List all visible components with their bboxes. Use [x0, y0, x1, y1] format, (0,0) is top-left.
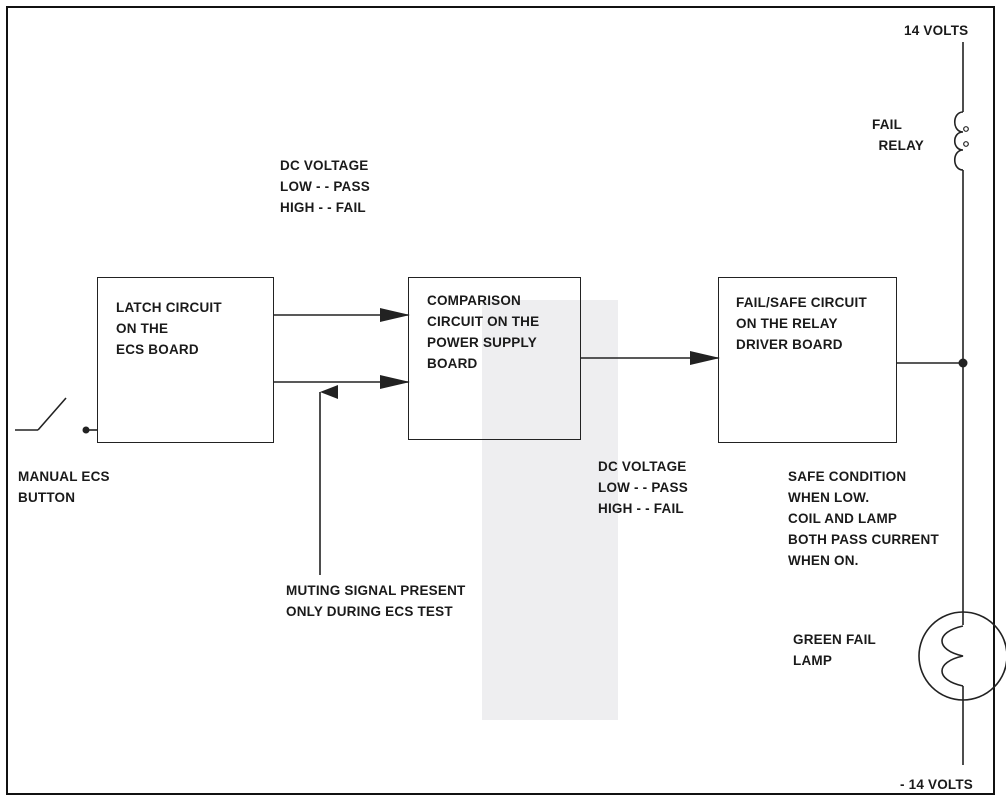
dc-voltage-top-label: DC VOLTAGE LOW - - PASS HIGH - - FAIL: [280, 158, 370, 215]
lamp-filament: [941, 625, 964, 687]
scan-shading: [482, 300, 618, 720]
comparison-circuit-box: [408, 277, 581, 440]
latch-circuit-box: [97, 277, 274, 443]
dc-voltage-bottom-label: DC VOLTAGE LOW - - PASS HIGH - - FAIL: [598, 459, 688, 516]
relay-coil-tap-upper: [963, 126, 969, 132]
supply-bottom-label: - 14 VOLTS: [900, 777, 974, 792]
comparison-box-label: COMPARISON CIRCUIT ON THE POWER SUPPLY B…: [427, 293, 540, 371]
muting-signal-label: MUTING SIGNAL PRESENT ONLY DURING ECS TE…: [286, 583, 466, 619]
manual-ecs-button-label: MANUAL ECS BUTTON: [18, 469, 110, 505]
relay-coil-symbol: [953, 111, 964, 171]
supply-top-label: 14 VOLTS: [904, 23, 969, 38]
safe-condition-label: SAFE CONDITION WHEN LOW. COIL AND LAMP B…: [788, 469, 939, 568]
green-fail-lamp-label: GREEN FAIL LAMP: [793, 632, 877, 668]
failsafe-circuit-box: [718, 277, 897, 443]
switch-lever: [37, 397, 67, 431]
fail-relay-label: FAIL RELAY: [872, 117, 924, 153]
relay-coil-tap-lower: [963, 141, 969, 147]
failsafe-box-label: FAIL/SAFE CIRCUIT ON THE RELAY DRIVER BO…: [736, 295, 867, 352]
latch-box-label: LATCH CIRCUIT ON THE ECS BOARD: [116, 300, 222, 357]
